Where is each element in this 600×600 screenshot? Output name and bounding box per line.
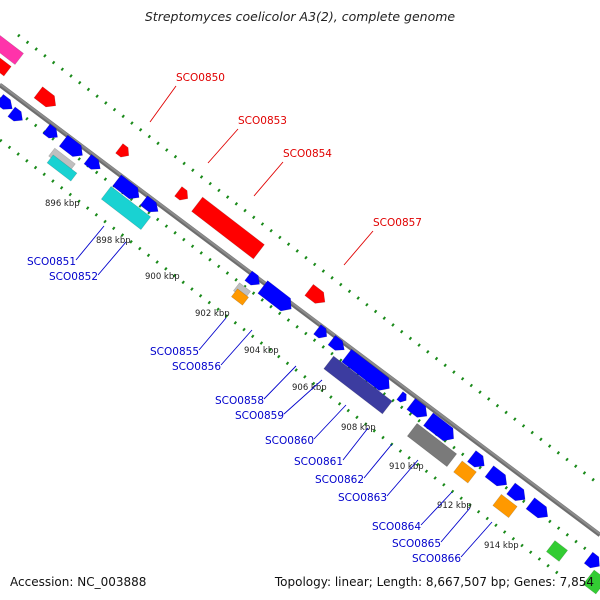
gene-feature-17[interactable] bbox=[100, 185, 152, 231]
gene-feature-8[interactable] bbox=[0, 93, 16, 113]
gene-label-sco0861[interactable]: SCO0861 bbox=[294, 456, 343, 468]
gene-feature-1[interactable] bbox=[0, 31, 24, 65]
gc-track-3 bbox=[0, 138, 561, 577]
gene-feature-14[interactable] bbox=[46, 154, 78, 182]
gene-feature-37[interactable] bbox=[583, 551, 600, 572]
gene-feature-26[interactable] bbox=[396, 391, 409, 405]
leader-line-sco0862 bbox=[363, 443, 393, 479]
gene-feature-27[interactable] bbox=[406, 397, 431, 421]
leader-line-sco0861 bbox=[342, 427, 369, 461]
gene-feature-9[interactable] bbox=[7, 106, 26, 125]
leader-line-sco0864 bbox=[420, 491, 453, 526]
kbp-tick-label: 896 kbp bbox=[45, 199, 80, 209]
kbp-tick-label: 904 kbp bbox=[244, 346, 279, 356]
gene-label-sco0866[interactable]: SCO0866 bbox=[412, 553, 461, 565]
gene-feature-28[interactable] bbox=[423, 412, 458, 445]
gene-label-sco0858[interactable]: SCO0858 bbox=[215, 395, 264, 407]
gene-feature-6[interactable] bbox=[191, 196, 265, 260]
gene-feature-33[interactable] bbox=[506, 482, 530, 505]
leader-line-sco0863 bbox=[386, 459, 419, 497]
leader-line-sco0860 bbox=[313, 404, 347, 440]
gene-feature-3[interactable] bbox=[33, 86, 60, 112]
gene-label-sco0852[interactable]: SCO0852 bbox=[49, 271, 98, 283]
kbp-tick-label: 908 kbp bbox=[341, 423, 376, 433]
genome-backbone-highlight bbox=[0, 83, 600, 535]
leader-line-sco0859 bbox=[283, 379, 323, 415]
gene-label-sco0853[interactable]: SCO0853 bbox=[238, 115, 287, 127]
gene-feature-35[interactable] bbox=[525, 497, 552, 523]
gene-label-sco0854[interactable]: SCO0854 bbox=[283, 148, 332, 160]
gene-label-sco0851[interactable]: SCO0851 bbox=[27, 256, 76, 268]
gene-feature-15[interactable] bbox=[112, 174, 144, 203]
gene-feature-11[interactable] bbox=[58, 134, 87, 161]
kbp-tick-label: 914 kbp bbox=[484, 541, 519, 551]
leader-line-sco0857 bbox=[343, 230, 374, 266]
gene-feature-24[interactable] bbox=[341, 348, 395, 395]
gene-feature-7[interactable] bbox=[304, 283, 329, 307]
gene-feature-20[interactable] bbox=[230, 288, 250, 306]
gene-feature-31[interactable] bbox=[453, 460, 477, 484]
leader-line-sco0852 bbox=[97, 241, 127, 276]
gene-feature-2[interactable] bbox=[0, 57, 12, 77]
leader-line-sco0865 bbox=[440, 507, 471, 543]
gene-feature-32[interactable] bbox=[484, 465, 511, 491]
gene-label-sco0860[interactable]: SCO0860 bbox=[265, 435, 314, 447]
gene-feature-18[interactable] bbox=[244, 270, 263, 289]
leader-line-sco0866 bbox=[460, 521, 493, 558]
gene-feature-21[interactable] bbox=[257, 280, 296, 316]
gene-label-sco0855[interactable]: SCO0855 bbox=[150, 346, 199, 358]
kbp-tick-label: 898 kbp bbox=[96, 236, 131, 246]
gene-feature-34[interactable] bbox=[492, 493, 518, 519]
gene-label-sco0856[interactable]: SCO0856 bbox=[172, 361, 221, 373]
kbp-tick-label: 902 kbp bbox=[195, 309, 230, 319]
leader-line-sco0856 bbox=[220, 329, 253, 366]
gene-feature-22[interactable] bbox=[313, 324, 331, 342]
accession-text: Accession: NC_003888 bbox=[10, 575, 147, 589]
gene-feature-38[interactable] bbox=[582, 569, 600, 595]
leader-line-sco0850 bbox=[149, 85, 177, 123]
gene-feature-10[interactable] bbox=[42, 123, 61, 142]
gene-label-sco0859[interactable]: SCO0859 bbox=[235, 410, 284, 422]
leader-line-sco0851 bbox=[75, 225, 105, 261]
kbp-tick-label: 900 kbp bbox=[145, 272, 180, 282]
gene-feature-25[interactable] bbox=[323, 355, 393, 415]
gene-label-sco0862[interactable]: SCO0862 bbox=[315, 474, 364, 486]
kbp-tick-label: 906 kbp bbox=[292, 383, 327, 393]
gene-label-sco0865[interactable]: SCO0865 bbox=[392, 538, 441, 550]
gene-label-sco0864[interactable]: SCO0864 bbox=[372, 521, 421, 533]
genome-summary-text: Topology: linear; Length: 8,667,507 bp; … bbox=[274, 575, 594, 589]
gene-feature-30[interactable] bbox=[466, 450, 488, 472]
gene-feature-12[interactable] bbox=[83, 153, 104, 173]
gene-label-sco0850[interactable]: SCO0850 bbox=[176, 72, 225, 84]
kbp-tick-label: 910 kbp bbox=[389, 462, 424, 472]
gene-label-sco0857[interactable]: SCO0857 bbox=[373, 217, 422, 229]
leader-line-sco0854 bbox=[253, 161, 284, 197]
gene-label-sco0863[interactable]: SCO0863 bbox=[338, 492, 387, 504]
gene-feature-16[interactable] bbox=[139, 195, 162, 216]
leader-line-sco0858 bbox=[263, 365, 297, 400]
gc-track-1 bbox=[17, 33, 600, 487]
kbp-tick-label: 912 kbp bbox=[437, 501, 472, 511]
gene-feature-36[interactable] bbox=[545, 540, 569, 562]
gene-feature-29[interactable] bbox=[406, 422, 458, 468]
gene-feature-4[interactable] bbox=[115, 143, 133, 161]
map-title: Streptomyces coelicolor A3(2), complete … bbox=[144, 9, 456, 24]
gene-feature-5[interactable] bbox=[174, 186, 192, 204]
gene-feature-23[interactable] bbox=[327, 334, 348, 354]
leader-line-sco0853 bbox=[207, 128, 239, 164]
leader-line-sco0855 bbox=[198, 317, 227, 351]
